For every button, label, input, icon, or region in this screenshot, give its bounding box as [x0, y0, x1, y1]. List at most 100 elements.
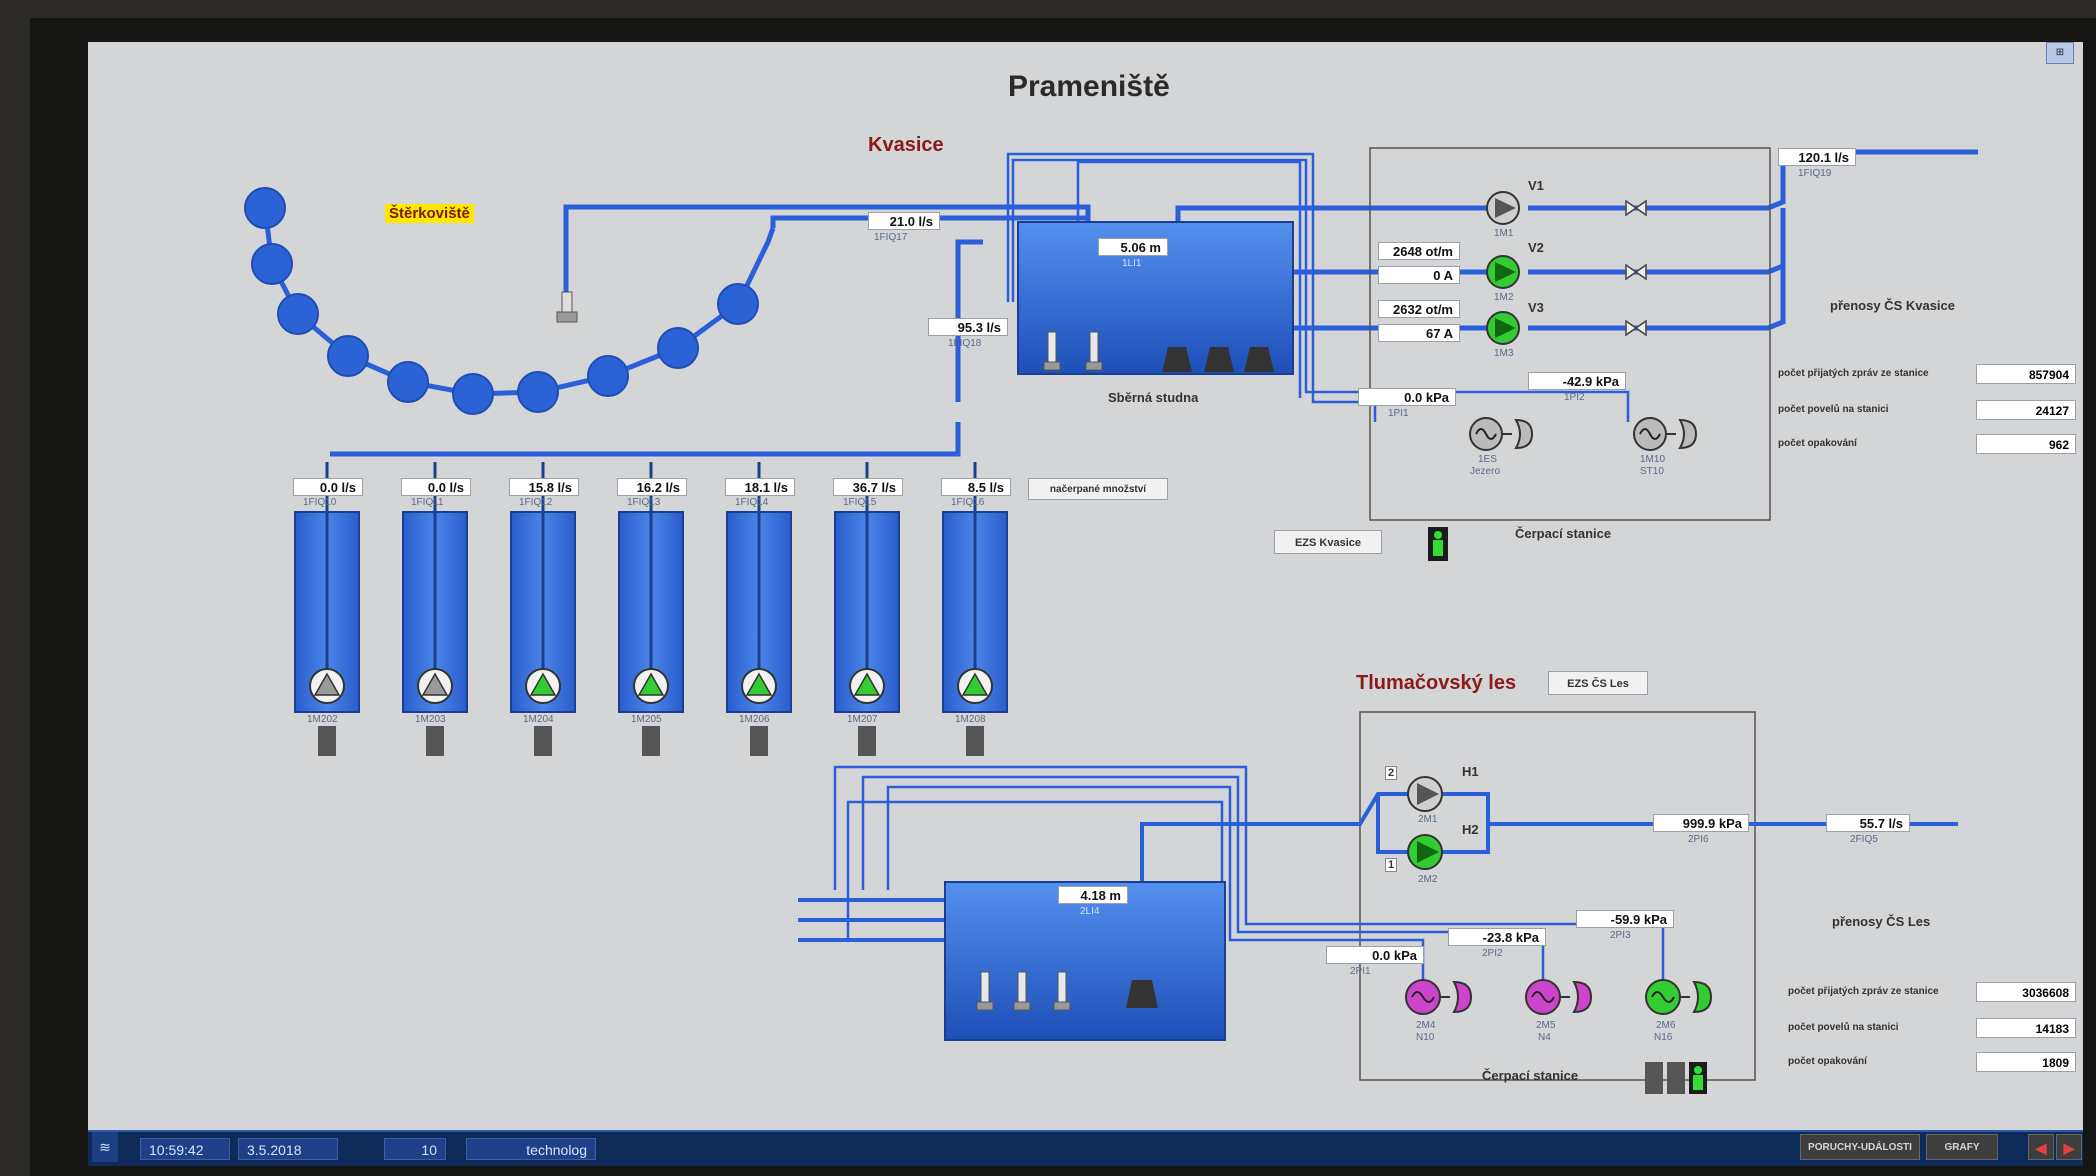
tank-suction-heads — [1162, 347, 1274, 372]
well-pump-status-icon — [313, 672, 341, 696]
tag-2li4: 2LI4 — [1080, 906, 1100, 917]
stat-les-commands-value: 14183 — [1976, 1018, 2076, 1038]
pressure-2pi6: 999.9 kPa — [1653, 814, 1749, 832]
tag-2pi6: 2PI6 — [1688, 834, 1709, 845]
stat-les-commands-label: počet povelů na stanici — [1788, 1022, 1899, 1033]
gravel-well[interactable] — [387, 361, 429, 403]
pump-v2-tag: 1M2 — [1494, 292, 1514, 303]
les-tank[interactable] — [944, 881, 1226, 1041]
well-pump-status-icon — [961, 672, 989, 696]
tag-2pi3: 2PI3 — [1610, 930, 1631, 941]
vac-2m4-sub: N10 — [1416, 1032, 1435, 1043]
gravel-well[interactable] — [277, 293, 319, 335]
vac-1m10-tag: 1M10 — [1640, 454, 1666, 465]
les-station-frame — [1359, 711, 1756, 1081]
pump-v2[interactable] — [1486, 255, 1520, 289]
tag-1pi1: 1PI1 — [1388, 408, 1409, 419]
area-sterkoviste: Štěrkoviště — [385, 204, 474, 223]
graphs-button[interactable]: GRAFY — [1926, 1134, 1998, 1160]
well-lock-icon — [642, 726, 660, 756]
plant-diagram — [244, 147, 1978, 1094]
vac-2m5-sub: N4 — [1538, 1032, 1551, 1043]
pump-h1-num: 2 — [1385, 766, 1398, 780]
ezs-kvasice-button[interactable]: EZS Kvasice — [1274, 530, 1382, 554]
vac-2m5-tag: 2M5 — [1536, 1020, 1556, 1031]
pressure-2pi2: -23.8 kPa — [1448, 928, 1546, 946]
ezs-les-button[interactable]: EZS ČS Les — [1548, 671, 1648, 695]
gravel-well[interactable] — [657, 327, 699, 369]
gravel-well[interactable] — [327, 335, 369, 377]
well-motor-tag: 1M208 — [955, 714, 986, 725]
label-sbirna-studna: Sběrná studna — [1108, 390, 1199, 405]
pump-v1-tag: 1M1 — [1494, 228, 1514, 239]
les-suction-head — [1126, 980, 1158, 1008]
wells-row — [294, 462, 1008, 756]
window-corner-icon[interactable]: ⊞ — [2046, 42, 2074, 64]
area-kvasice: Kvasice — [868, 134, 944, 156]
gravel-well[interactable] — [517, 371, 559, 413]
gravel-well[interactable] — [452, 373, 494, 415]
tag-1fiq17: 1FIQ17 — [874, 232, 908, 243]
prev-arrow-icon[interactable]: ◀ — [2028, 1134, 2054, 1160]
well-motor-tag: 1M202 — [307, 714, 338, 725]
stat-kvasice-commands-value: 24127 — [1976, 400, 2076, 420]
stat-les-received-label: počet přijatých zpráv ze stanice — [1788, 986, 1939, 997]
operator-icons-les — [1645, 1062, 1707, 1094]
gravel-well[interactable] — [717, 283, 759, 325]
valves-kvasice[interactable] — [1625, 199, 1647, 337]
pressure-2pi1: 0.0 kPa — [1326, 946, 1424, 964]
events-button[interactable]: PORUCHY-UDÁLOSTI — [1800, 1134, 1920, 1160]
system-logo-icon[interactable]: ≋ — [92, 1132, 118, 1162]
well-flow-tag: 1FIQ14 — [735, 497, 769, 508]
taskbar: ≋ 10:59:42 3.5.2018 10 technolog PORUCHY… — [0, 1090, 2096, 1176]
well-motor-tag: 1M205 — [631, 714, 662, 725]
vac-1es-tag: 1ES — [1478, 454, 1497, 465]
well-flow-tag: 1FIQ15 — [843, 497, 877, 508]
next-arrow-icon[interactable]: ▶ — [2056, 1134, 2082, 1160]
well-pump-status-icon — [529, 672, 557, 696]
pump-v1[interactable] — [1486, 191, 1520, 225]
pump-h1[interactable] — [1407, 776, 1443, 812]
pump-h2-num: 1 — [1385, 858, 1398, 872]
kvasice-station-frame — [1369, 147, 1771, 521]
pump-v3[interactable] — [1486, 311, 1520, 345]
well-flow-tag: 1FIQ12 — [519, 497, 553, 508]
well-flow-value: 15.8 l/s — [509, 478, 579, 496]
stat-les-received-value: 3036608 — [1976, 982, 2076, 1002]
tag-1pi2: 1PI2 — [1564, 392, 1585, 403]
nacerpane-mnozstvi-label[interactable]: načerpané množství — [1028, 478, 1168, 500]
gravel-well[interactable] — [587, 355, 629, 397]
flow-1fiq18: 95.3 l/s — [928, 318, 1008, 336]
gravel-well[interactable] — [251, 243, 293, 285]
pump-v3-speed: 2632 ot/m — [1378, 300, 1460, 318]
stat-kvasice-repeats-label: počet opakování — [1778, 438, 1857, 449]
tag-2pi2: 2PI2 — [1482, 948, 1503, 959]
operator-icon-kvasice — [1428, 527, 1448, 561]
vacuum-pump-2m5[interactable] — [1525, 979, 1593, 1015]
pump-v2-speed: 2648 ot/m — [1378, 242, 1460, 260]
label-prenosy-kvasice: přenosy ČS Kvasice — [1830, 298, 1956, 313]
tank-inlets — [1043, 331, 1103, 371]
well-lock-icon — [966, 726, 984, 756]
page-title: Prameniště — [1008, 70, 1170, 103]
pressure-1pi2: -42.9 kPa — [1528, 372, 1626, 390]
vacuum-pump-1es[interactable] — [1469, 417, 1534, 451]
taskbar-user[interactable]: technolog — [466, 1138, 596, 1160]
stat-kvasice-repeats-value: 962 — [1976, 434, 2076, 454]
area-tlumacovsky-les: Tlumačovský les — [1356, 672, 1517, 694]
vac-2m6-tag: 2M6 — [1656, 1020, 1676, 1031]
well-motor-tag: 1M203 — [415, 714, 446, 725]
vacuum-pump-1m10[interactable] — [1633, 417, 1698, 451]
vacuum-pump-2m4[interactable] — [1405, 979, 1473, 1015]
label-prenosy-les: přenosy ČS Les — [1832, 914, 1931, 929]
tag-1li1: 1LI1 — [1122, 258, 1142, 269]
flow-1fiq17: 21.0 l/s — [868, 212, 940, 230]
vacuum-pump-2m6[interactable] — [1645, 979, 1713, 1015]
well-flow-value: 36.7 l/s — [833, 478, 903, 496]
well-flow-tag: 1FIQ16 — [951, 497, 985, 508]
well-motor-tag: 1M206 — [739, 714, 770, 725]
pump-h2[interactable] — [1407, 834, 1443, 870]
gravel-well[interactable] — [244, 187, 286, 229]
label-cerpaci-stanice-les: Čerpací stanice — [1482, 1068, 1579, 1083]
well-flow-value: 16.2 l/s — [617, 478, 687, 496]
